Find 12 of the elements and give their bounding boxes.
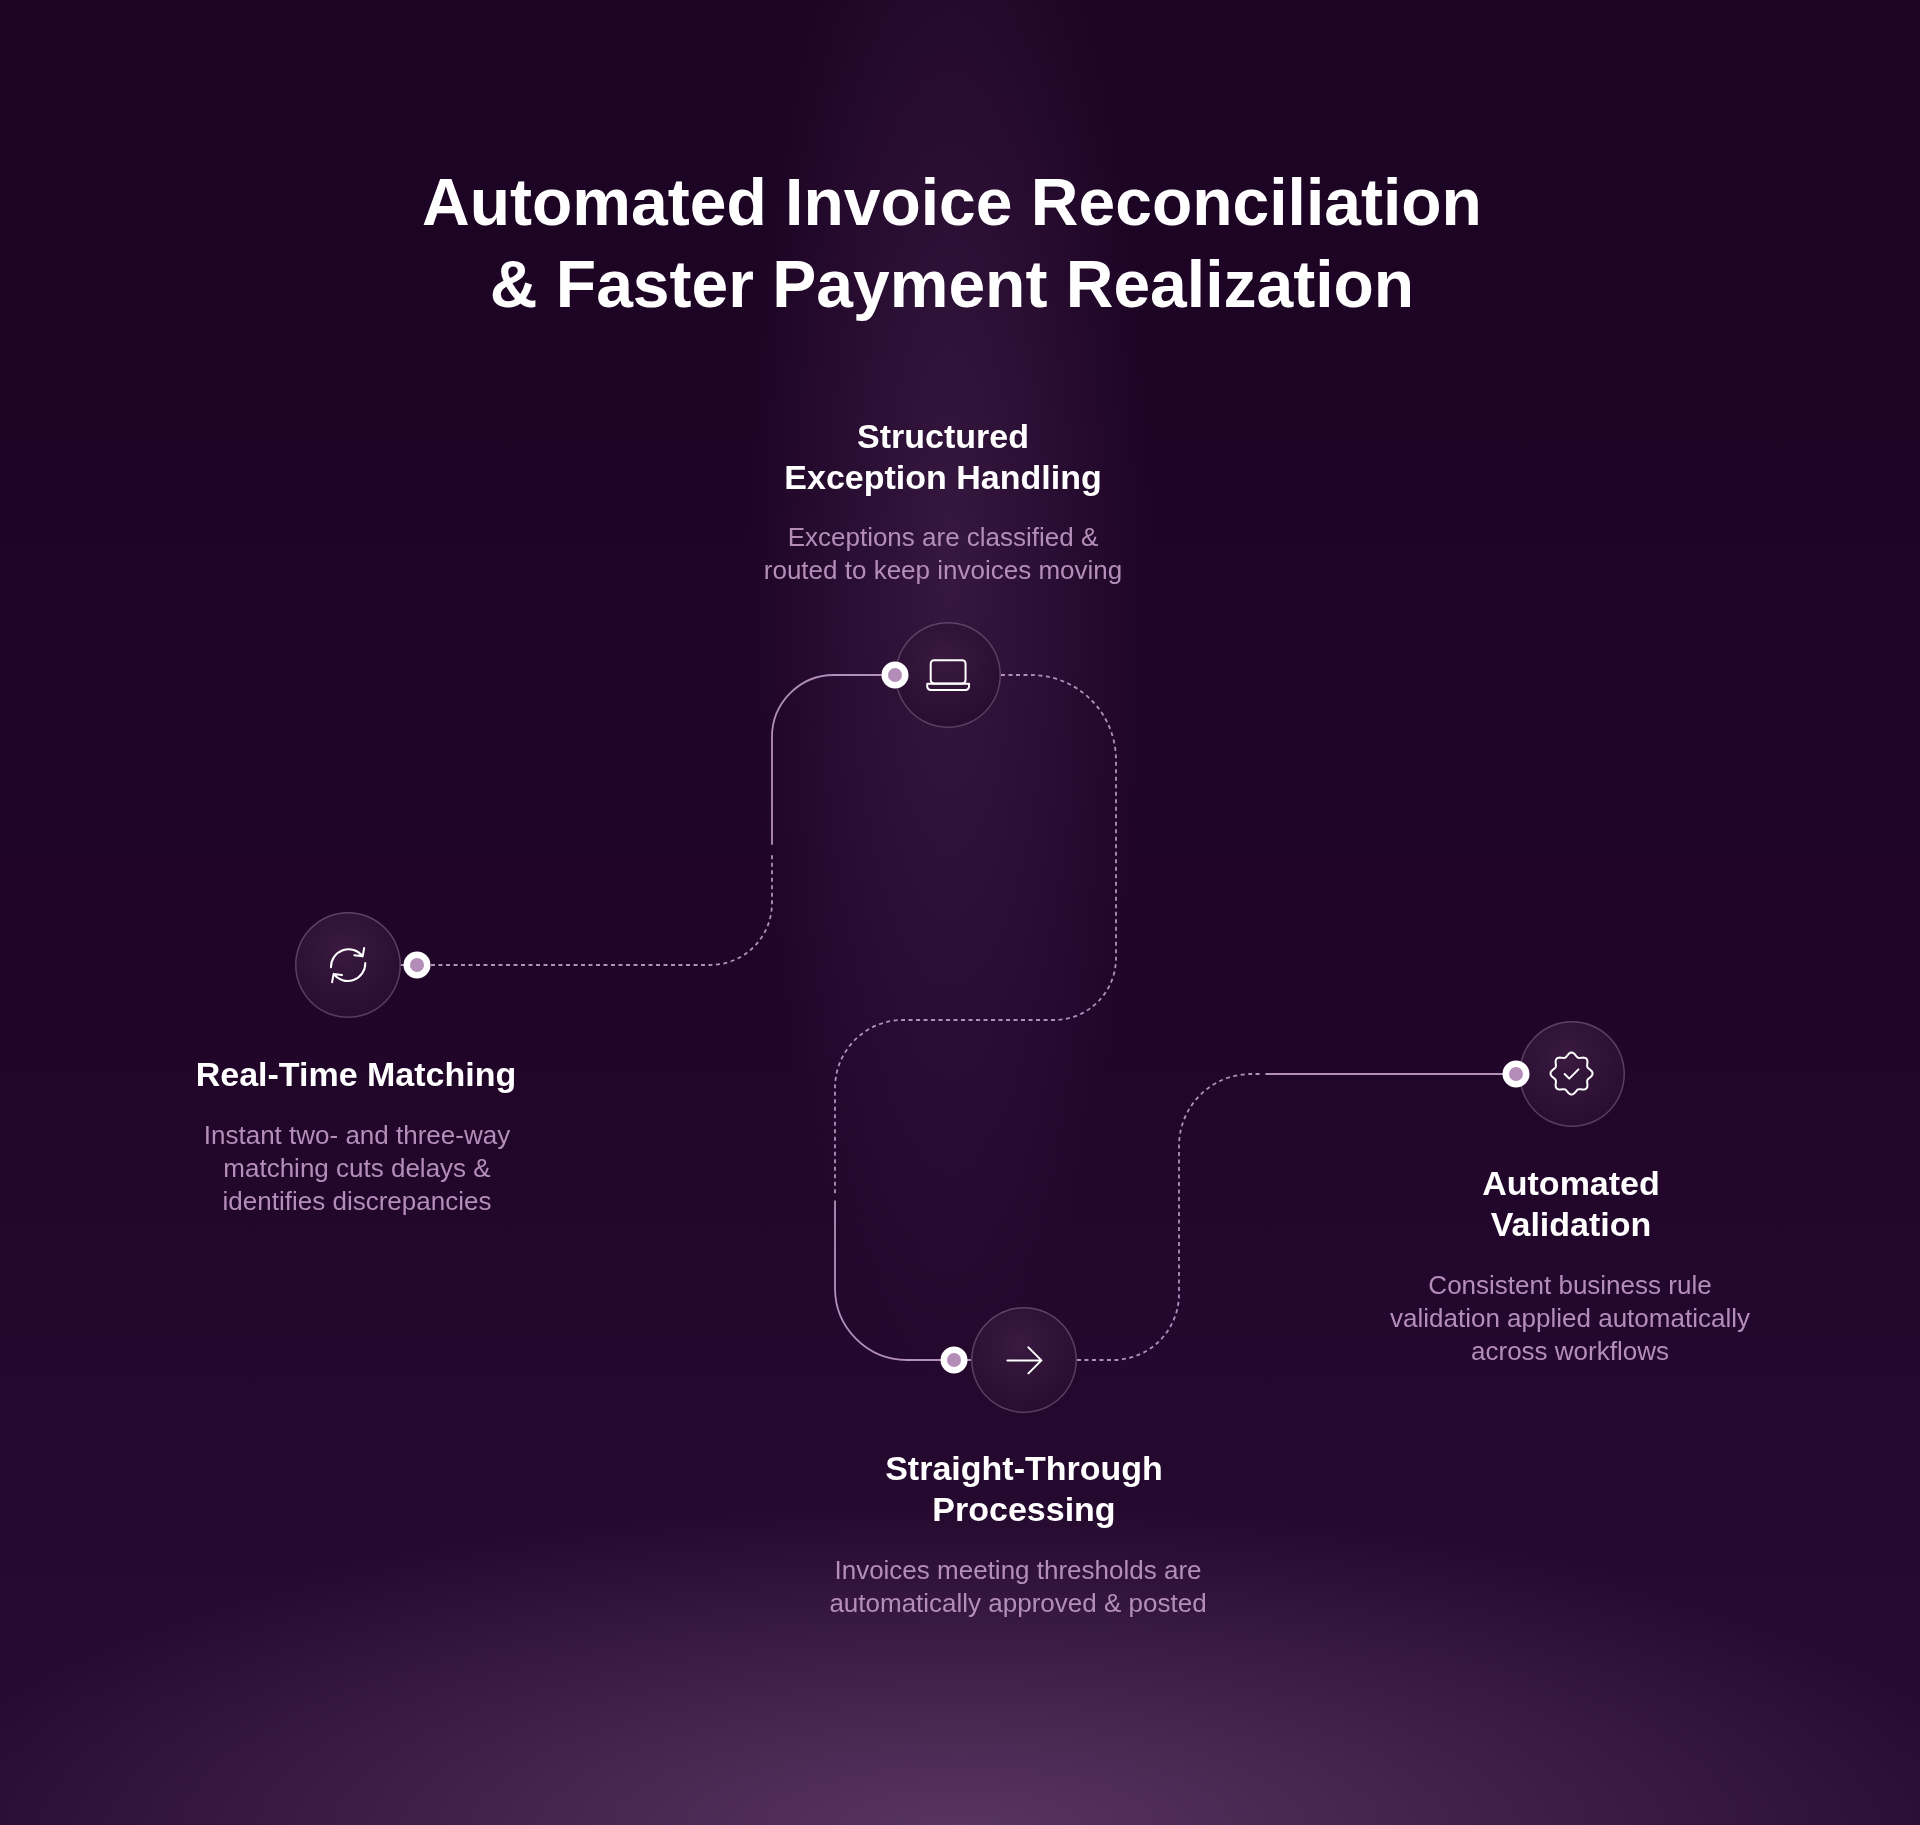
connector bbox=[834, 674, 1117, 1374]
step-description: Consistent business rule validation applied automatically across workflows bbox=[1389, 1269, 1751, 1368]
step-description: Exceptions are classified & routed to keep invoices moving bbox=[762, 521, 1124, 587]
step-title: Straight-Through Processing bbox=[884, 1448, 1164, 1530]
step-title: Real-Time Matching bbox=[194, 1054, 518, 1095]
step-description: Instant two- and three-way matching cuts delays & identifies discrepancies bbox=[202, 1119, 512, 1218]
diagram-title: Automated Invoice Reconciliation & Faster Payment Realization bbox=[421, 164, 1483, 323]
step-title: Automated Validation bbox=[1481, 1163, 1661, 1245]
step-description: Invoices meeting thresholds are automatically approved & posted bbox=[828, 1554, 1208, 1620]
step-title: Structured Exception Handling bbox=[783, 416, 1103, 498]
connector bbox=[400, 661, 909, 979]
connector bbox=[1076, 1060, 1530, 1361]
